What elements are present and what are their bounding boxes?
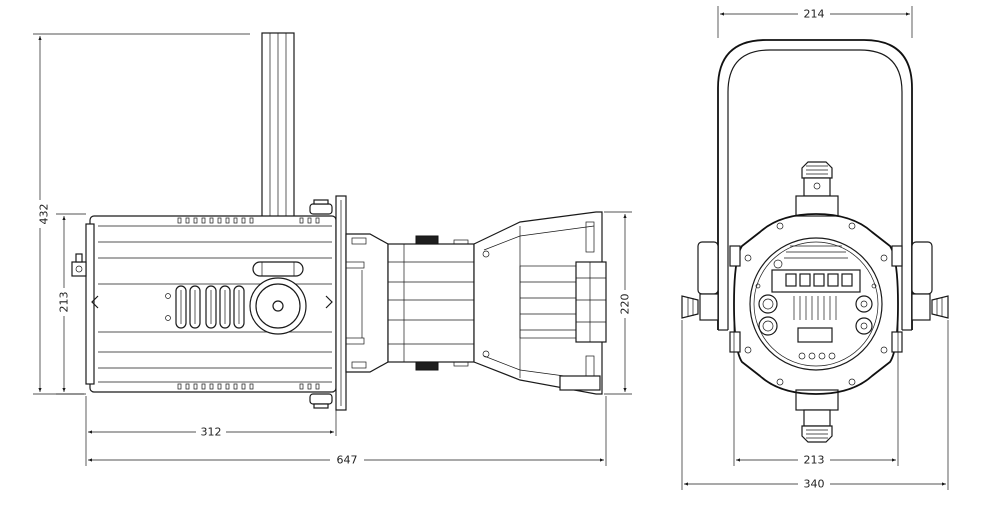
dim-side-body-length: 312 — [85, 396, 337, 466]
bottom-handle — [795, 389, 839, 443]
rear-housing — [71, 215, 337, 393]
front-barrel — [473, 211, 607, 395]
dim-213-side-label: 213 — [58, 292, 71, 313]
dim-side-height-total: 432 — [31, 33, 250, 395]
side-view: 432 213 312 647 220 — [31, 32, 634, 468]
dim-220-label: 220 — [619, 294, 632, 315]
dim-432-label: 432 — [38, 204, 51, 225]
dim-647-label: 647 — [337, 454, 358, 467]
front-flange — [335, 195, 347, 411]
clamp-knobs — [309, 199, 333, 409]
dim-312-label: 312 — [201, 426, 222, 439]
side-knobs — [681, 241, 949, 321]
lens-tube — [345, 233, 475, 373]
dim-side-body-height: 213 — [55, 213, 86, 395]
dim-213-front-label: 213 — [804, 454, 825, 467]
dim-side-lens-height: 220 — [604, 211, 634, 395]
yoke-pivot — [249, 261, 307, 335]
dim-front-total-width: 340 — [681, 320, 949, 492]
front-view: 214 213 340 — [681, 6, 949, 492]
dim-214-label: 214 — [804, 8, 825, 21]
front-body — [729, 213, 903, 395]
dim-340-label: 340 — [804, 478, 825, 491]
top-handle — [795, 161, 839, 217]
dim-side-total-length: 647 — [88, 396, 607, 468]
front-yoke — [717, 39, 913, 331]
dim-front-body-width: 213 — [733, 320, 899, 468]
dim-front-yoke-width: 214 — [717, 6, 913, 38]
